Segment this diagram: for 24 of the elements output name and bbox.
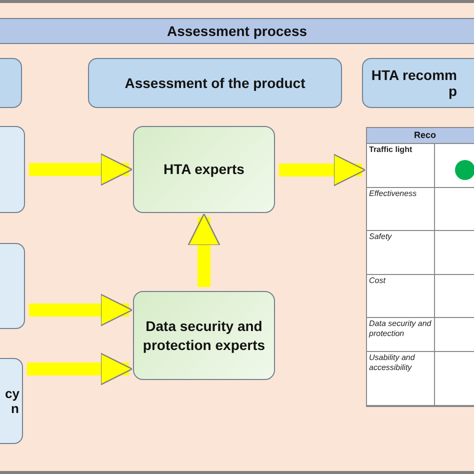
recommendation-table (366, 127, 474, 407)
block-arrow (29, 153, 133, 186)
node-label: HTA recomm p (370, 67, 457, 99)
process-box (133, 126, 275, 213)
block-arrow (188, 213, 220, 287)
header-band (0, 18, 474, 44)
block-arrow (29, 294, 133, 326)
node-label: cy n (4, 386, 20, 416)
table-cell: Safety (367, 231, 435, 275)
process-box (133, 291, 275, 380)
block-arrow (27, 352, 133, 386)
node-label: HTA experts (164, 160, 244, 179)
table-cell: Traffic light (367, 144, 435, 188)
table-cell: Data security and protection (367, 318, 435, 352)
column-header-box (362, 58, 474, 108)
node-label: Data security and protection experts (142, 316, 266, 354)
node-label: Assessment of the product (124, 75, 306, 91)
column-header-box (88, 58, 342, 108)
table-header: Reco (367, 128, 474, 144)
node-label: Assessment process (166, 23, 308, 39)
block-arrow (279, 154, 366, 186)
table-cell: Effectiveness (367, 188, 435, 231)
table-cell: Cost (367, 275, 435, 318)
table-cell: Usability and accessibility (367, 352, 435, 406)
